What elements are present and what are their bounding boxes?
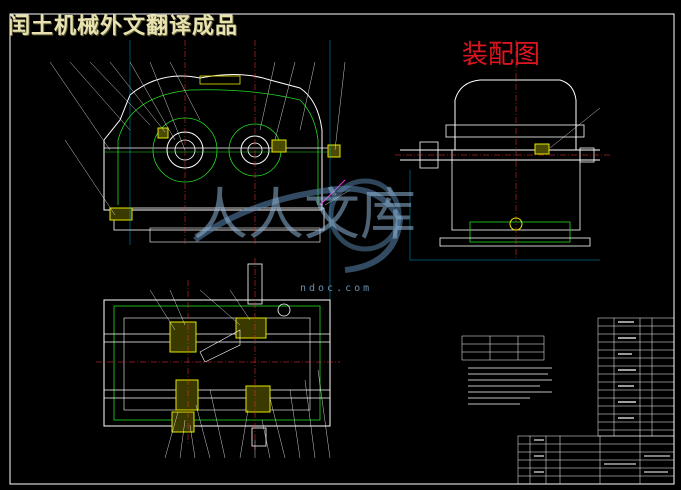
assembly-drawing-title: 装配图 [462, 40, 541, 70]
watermark-logo-text: 人人文库 [192, 183, 416, 248]
watermark-ring [328, 178, 402, 252]
watermark-title: 闰土机械外文翻译成品 [8, 14, 239, 39]
title-block [517, 435, 675, 485]
parts-list [597, 317, 675, 437]
front-view [49, 40, 351, 300]
technical-specs [461, 335, 552, 405]
sheet-border [9, 13, 675, 485]
side-view [395, 40, 610, 261]
top-view [96, 258, 340, 459]
watermark-swoosh [193, 185, 404, 273]
watermark-site-text: ndoc.com [300, 283, 373, 294]
